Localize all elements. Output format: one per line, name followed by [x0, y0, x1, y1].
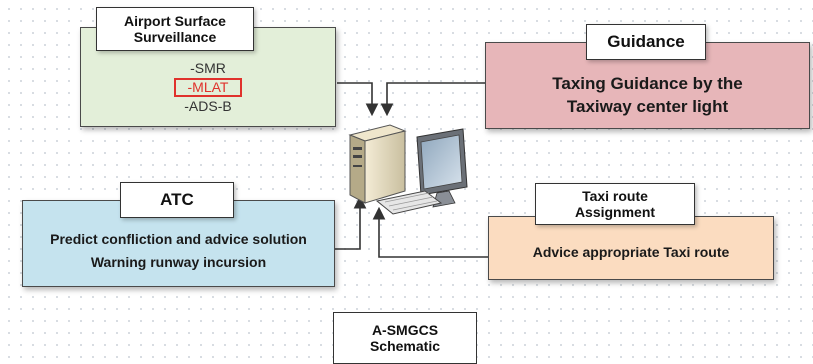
caption-line2: Schematic [369, 338, 441, 354]
taxi-route-body-text: Advice appropriate Taxi route [532, 244, 730, 260]
arrow-server-to-taxi [372, 206, 488, 258]
guidance-body: Taxing Guidance by the Taxiway center li… [486, 67, 809, 123]
caption-line1: A-SMGCS [371, 321, 439, 338]
surveillance-title: Airport Surface Surveillance [96, 7, 254, 51]
diagram-caption: A-SMGCS Schematic [333, 312, 477, 364]
guidance-panel: Taxing Guidance by the Taxiway center li… [485, 42, 810, 129]
guidance-line2: Taxiway center light [566, 97, 729, 116]
taxi-route-title-line1: Taxi route [582, 187, 648, 204]
surveillance-item-mlat: -MLAT [173, 77, 243, 97]
guidance-line1: Taxing Guidance by the [552, 74, 743, 93]
surveillance-title-line2: Surveillance [133, 29, 217, 45]
computer-icon [348, 124, 468, 215]
surveillance-title-line1: Airport Surface [124, 12, 226, 29]
surveillance-list: -SMR -MLAT -ADS-B [81, 56, 335, 118]
taxi-route-body: Advice appropriate Taxi route [489, 235, 773, 269]
taxi-route-title: Taxi route Assignment [535, 183, 695, 225]
atc-title: ATC [120, 182, 234, 218]
arrow-atc-to-server [335, 195, 367, 250]
taxi-route-panel: Advice appropriate Taxi route [488, 216, 774, 280]
atc-body: Predict confliction and advice solution … [23, 227, 334, 275]
atc-line2: Warning runway incursion [90, 254, 267, 270]
surveillance-item-smr: -SMR [190, 59, 226, 76]
taxi-route-title-line2: Assignment [574, 204, 656, 220]
guidance-title: Guidance [586, 24, 706, 60]
surveillance-item-adsb: -ADS-B [184, 97, 232, 114]
atc-line1: Predict confliction and advice solution [50, 231, 307, 247]
arrow-server-to-guidance [380, 82, 485, 117]
arrow-surveillance-to-server [337, 82, 379, 117]
